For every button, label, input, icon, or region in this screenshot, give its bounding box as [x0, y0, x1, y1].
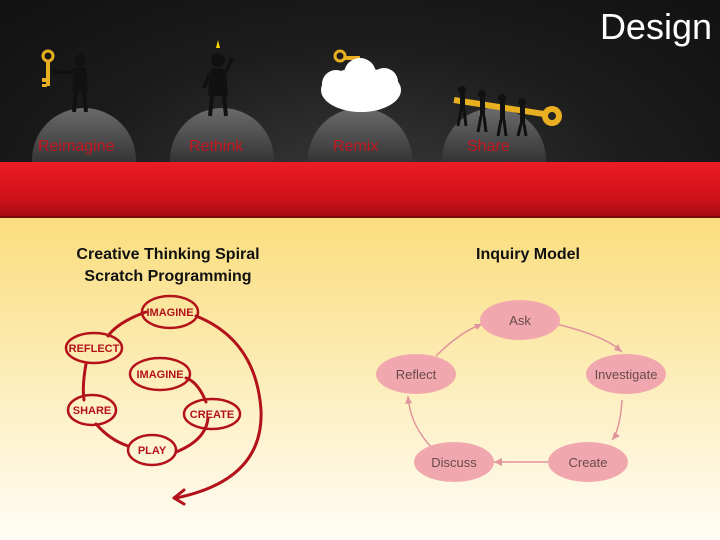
key-figure-icon: [41, 49, 88, 113]
cycle-label-discuss: Discuss: [431, 455, 477, 470]
stage-label-remix: Remix: [333, 138, 379, 155]
cycle-node-ask: [480, 300, 560, 340]
inquiry-cycle-diagram: Ask Investigate Create Discuss Reflect: [376, 300, 666, 482]
cycle-node-investigate: [586, 354, 666, 394]
cycle-label-create: Create: [568, 455, 607, 470]
left-heading: Creative Thinking Spiral Scratch Program…: [40, 244, 296, 288]
spiral-cloud-imagine-top: [140, 294, 200, 330]
slide-title: Design: [599, 6, 712, 47]
stage-label-rethink: Rethink: [189, 138, 244, 155]
red-accent-band: [0, 162, 720, 218]
cycle-label-ask: Ask: [509, 313, 531, 328]
spiral-cloud-create: [182, 397, 242, 431]
cycle-label-investigate: Investigate: [595, 367, 658, 382]
left-heading-line2: Scratch Programming: [84, 268, 252, 285]
spiral-label-create: CREATE: [190, 409, 234, 421]
header-banner: Design Reimagine Rethink Remix Share: [0, 0, 720, 168]
cycle-node-reflect: [376, 354, 456, 394]
group-carrying-key-icon: [453, 86, 562, 137]
thinking-figure-icon: [202, 40, 234, 117]
spiral-label-reflect: REFLECT: [69, 343, 120, 355]
spiral-label-play: PLAY: [138, 445, 167, 457]
right-heading: Inquiry Model: [476, 246, 580, 263]
cloud-key-icon: [321, 49, 401, 112]
spiral-cloud-play: [126, 433, 178, 467]
spiral-cloud-share: [66, 393, 118, 427]
cycle-node-discuss: [414, 442, 494, 482]
spiral-cloud-reflect: [64, 331, 124, 365]
left-heading-line1: Creative Thinking Spiral: [76, 246, 260, 263]
stage-label-reimagine: Reimagine: [38, 138, 115, 155]
spiral-label-imagine-inner: IMAGINE: [136, 369, 183, 381]
stage-label-share: Share: [467, 138, 510, 155]
spiral-label-share: SHARE: [73, 405, 112, 417]
spiral-label-imagine-top: IMAGINE: [146, 307, 193, 319]
spiral-cloud-imagine-inner: [128, 356, 192, 392]
cycle-label-reflect: Reflect: [396, 367, 437, 382]
cycle-node-create: [548, 442, 628, 482]
creative-thinking-spiral-diagram: IMAGINE REFLECT IMAGINE SHARE CREATE PLA…: [64, 294, 263, 506]
